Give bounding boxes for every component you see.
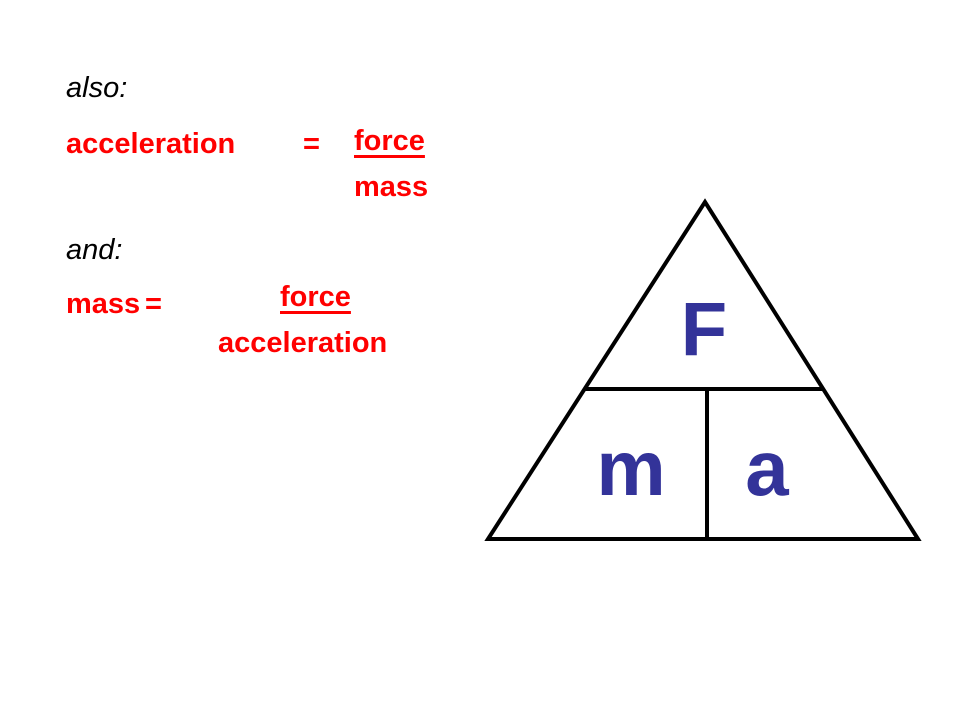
eq2-equals-sign: =: [145, 288, 162, 320]
and-label: and:: [66, 234, 123, 266]
triangle-force-letter: F: [681, 287, 727, 372]
eq1-lhs: acceleration: [66, 128, 236, 160]
also-label: also:: [66, 72, 128, 104]
triangle-mass-letter: m: [596, 424, 665, 512]
eq1-equals-sign: =: [303, 128, 320, 160]
eq2-lhs: mass: [66, 288, 141, 320]
eq2-numerator: force: [280, 281, 351, 313]
triangle-outline: [484, 198, 922, 541]
eq1-numerator: force: [354, 125, 425, 157]
eq2-denominator: acceleration: [218, 327, 388, 359]
triangle-acceleration-letter: a: [745, 424, 789, 512]
eq1-denominator: mass: [354, 171, 429, 203]
